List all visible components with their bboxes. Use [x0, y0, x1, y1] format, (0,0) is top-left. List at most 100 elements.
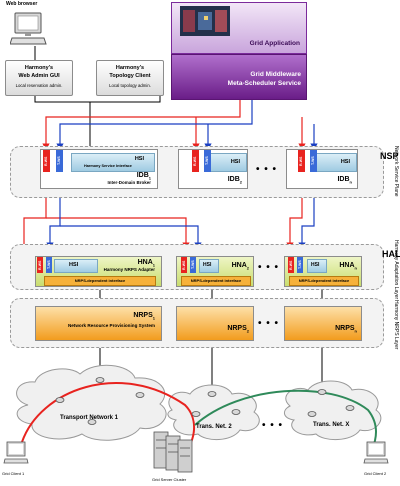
grid-client-2-label: Grid Client 2	[364, 471, 387, 476]
idb-ellipsis: • • •	[256, 164, 278, 175]
hna2-box: HSI HNA2 NRPS-dependent interface	[176, 256, 254, 287]
hnan-rws-tag: R-WS	[288, 257, 294, 273]
topology-line3: Local topology admin.	[109, 83, 151, 88]
idb2-tws-tag: T-WS	[204, 150, 211, 172]
trans-net-x-cloud	[284, 380, 382, 440]
routers	[55, 377, 355, 425]
idbn-name: IDBn	[337, 176, 352, 185]
idbn-hsi-label: HSI	[340, 159, 350, 165]
web-admin-line2: Web Admin GUI	[18, 73, 60, 79]
grid-client-1-label: Grid Client 1	[2, 471, 25, 476]
nrps2-name: NRPS2	[227, 325, 249, 334]
hna1-box: HSI HNA1 Harmony NRPS Adapter NRPS-depen…	[35, 256, 162, 287]
idb1-hsi-caption: Harmony Service Interface	[84, 164, 132, 168]
hna2-tws-tag: T-WS	[190, 257, 196, 273]
hna1-rws-tag: R-WS	[37, 257, 43, 273]
nrps-side-label: Harmony NRPS Layer	[393, 300, 399, 350]
nrps1-box: NRPS1 Network Resource Provisioning Syst…	[35, 306, 162, 341]
middleware-line2: Meta-Scheduler Service	[227, 80, 301, 87]
grid-middleware-box: Grid Middleware Meta-Scheduler Service	[171, 54, 307, 100]
transport-network-1-cloud	[16, 364, 167, 441]
networks-area	[3, 364, 389, 473]
idbn-hnan-blue	[298, 188, 315, 250]
transport-network-1-label: Transport Network 1	[60, 415, 119, 421]
hna1-caption: Harmony NRPS Adapter	[103, 267, 155, 272]
nrpsn-name: NRPSn	[335, 325, 357, 334]
hnan-nrps-if-label: NRPS-dependent interface	[298, 278, 350, 283]
idb1-tws-tag: T-WS	[56, 150, 63, 172]
hnan-name: HNAn	[339, 262, 357, 271]
idb1-hsi: HSI Harmony Service Interface	[71, 153, 155, 172]
hnan-tws-tag: T-WS	[297, 257, 303, 273]
nrps2-box: NRPS2	[176, 306, 254, 341]
idb1-hsi-label: HSI	[134, 156, 144, 162]
nsp-abbr: NSP	[380, 151, 399, 161]
hnan-hsi-label: HSI	[311, 262, 320, 268]
nsp-side-label: Network Service Plane	[393, 146, 399, 197]
hnan-hsi: HSI	[307, 259, 327, 273]
hna1-hsi: HSI	[54, 259, 98, 273]
hna1-name: HNA1	[137, 259, 155, 268]
idbn-tws-tag: T-WS	[310, 150, 317, 172]
idb1-hna1-blue	[46, 188, 61, 250]
hna2-rws-tag: R-WS	[181, 257, 187, 273]
middleware-red-link	[42, 98, 241, 151]
red-path	[21, 382, 196, 459]
grid-application-box: Grid Application	[171, 2, 307, 54]
idb1-name: IDB1	[136, 172, 151, 181]
web-browser-label: Web browser	[6, 1, 38, 7]
hna2-hsi-label: HSI	[203, 262, 212, 268]
idb2-box: HSI IDB2	[178, 149, 248, 189]
hna2-nrps-if-label: NRPS-dependent interface	[190, 278, 242, 283]
hna1-nrps-if: NRPS-dependent interface	[44, 276, 156, 286]
screen-image-icon	[180, 6, 230, 36]
trans-net-x-label: Trans. Net. X	[313, 422, 350, 428]
idb1-hna2-red	[46, 217, 190, 250]
network-ellipsis: • • •	[262, 420, 284, 431]
computer-icon	[10, 12, 47, 45]
hnan-nrps-if: NRPS-dependent interface	[289, 276, 359, 286]
idb1-caption: Inter-Domain Broker	[107, 180, 151, 185]
green-path	[194, 389, 377, 451]
hal-abbr: HAL	[382, 249, 400, 259]
grid-server-cluster-label: Grid Server Cluster	[152, 477, 187, 482]
topology-line1: Harmony's	[115, 65, 145, 71]
nrps1-caption: Network Resource Provisioning System	[67, 323, 155, 328]
topology-line2: Topology Client	[109, 73, 151, 79]
hna2-nrps-if: NRPS-dependent interface	[181, 276, 251, 286]
idb1-rws-tag: R-WS	[43, 150, 50, 172]
middleware-line1: Grid Middleware	[250, 71, 301, 78]
hna2-hsi: HSI	[199, 259, 219, 273]
idbn-hnan-red	[286, 188, 303, 250]
idbn-box: HSI IDBn	[286, 149, 358, 189]
nrps1-name: NRPS1	[133, 312, 155, 321]
web-admin-line1: Harmony's	[24, 65, 54, 71]
hna2-name: HNA2	[231, 262, 249, 271]
grid-client-1-icon	[3, 441, 29, 464]
idb2-hsi-label: HSI	[230, 159, 240, 165]
hal-side-label: Harmony Adaptation Layer	[393, 240, 399, 300]
idbn-rws-tag: R-WS	[298, 150, 305, 172]
trans-net-2-label: Trans. Net. 2	[196, 424, 232, 430]
browser-to-admin-line	[34, 46, 36, 60]
web-admin-box: Harmony's Web Admin GUI Local reservatio…	[5, 60, 73, 96]
idb2-hsi: HSI	[207, 153, 247, 172]
topology-client-box: Harmony's Topology Client Local topology…	[96, 60, 164, 96]
nrps-ellipsis: • • •	[258, 318, 280, 329]
grid-client-2-icon	[363, 441, 389, 464]
hna1-tws-tag: T-WS	[46, 257, 52, 273]
hna1-hsi-label: HSI	[69, 262, 79, 268]
hnan-box: HSI HNAn NRPS-dependent interface	[284, 256, 362, 287]
idbn-hsi: HSI	[315, 153, 357, 172]
idb1-hna2-blue	[60, 225, 202, 250]
hna1-nrps-if-label: NRPS-dependent interface	[74, 278, 126, 283]
hna-ellipsis: • • •	[258, 262, 280, 273]
idb2-rws-tag: R-WS	[192, 150, 199, 172]
client-to-bus-line	[34, 95, 161, 103]
grid-server-cluster-icon	[153, 431, 193, 473]
middleware-blue-link	[56, 98, 253, 151]
idb2-name: IDB2	[227, 176, 242, 185]
web-admin-line3: Local reservation admin.	[15, 83, 63, 88]
